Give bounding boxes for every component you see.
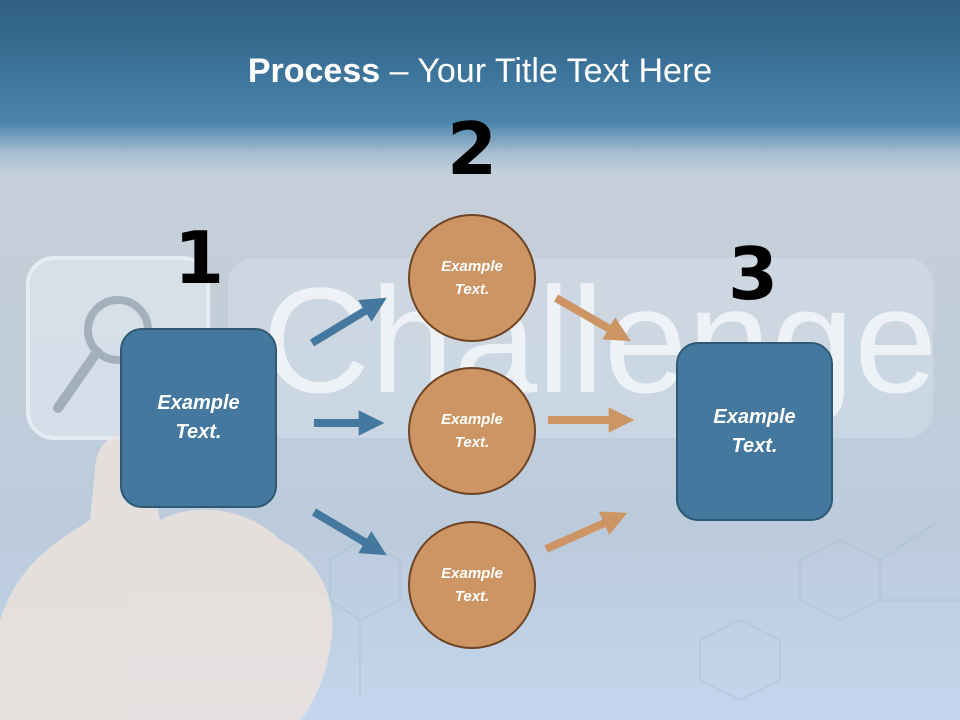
step-2-item-3: Example Text. <box>441 565 503 605</box>
step-2-circle-2: Example Text. <box>408 367 536 495</box>
arrow-1-to-2a <box>309 297 387 347</box>
step-2-circle-1: Example Text. <box>408 214 536 342</box>
title-rest: – Your Title Text Here <box>380 52 713 90</box>
step-1-number: 1 <box>173 216 225 300</box>
step-2-number: 2 <box>446 107 498 191</box>
title-bold: Process <box>247 52 381 90</box>
title-band <box>0 0 960 175</box>
step-2-circle-3: Example Text. <box>408 521 536 649</box>
step-3-label: Example Text. <box>713 405 796 457</box>
step-3-number: 3 <box>727 232 779 316</box>
step-2-item-2: Example Text. <box>441 411 503 451</box>
arrow-1-to-2c <box>311 508 387 556</box>
step-1-box: Example Text. <box>120 328 277 508</box>
step-2-item-1: Example Text. <box>441 258 503 298</box>
step-3-box: Example Text. <box>676 342 833 521</box>
page-title: Process – Your Title Text Here <box>0 52 960 91</box>
step-1-label: Example Text. <box>157 392 240 443</box>
arrow-2c-to-3 <box>544 511 628 553</box>
hand-illustration <box>0 434 333 720</box>
arrow-2a-to-3 <box>554 294 631 342</box>
